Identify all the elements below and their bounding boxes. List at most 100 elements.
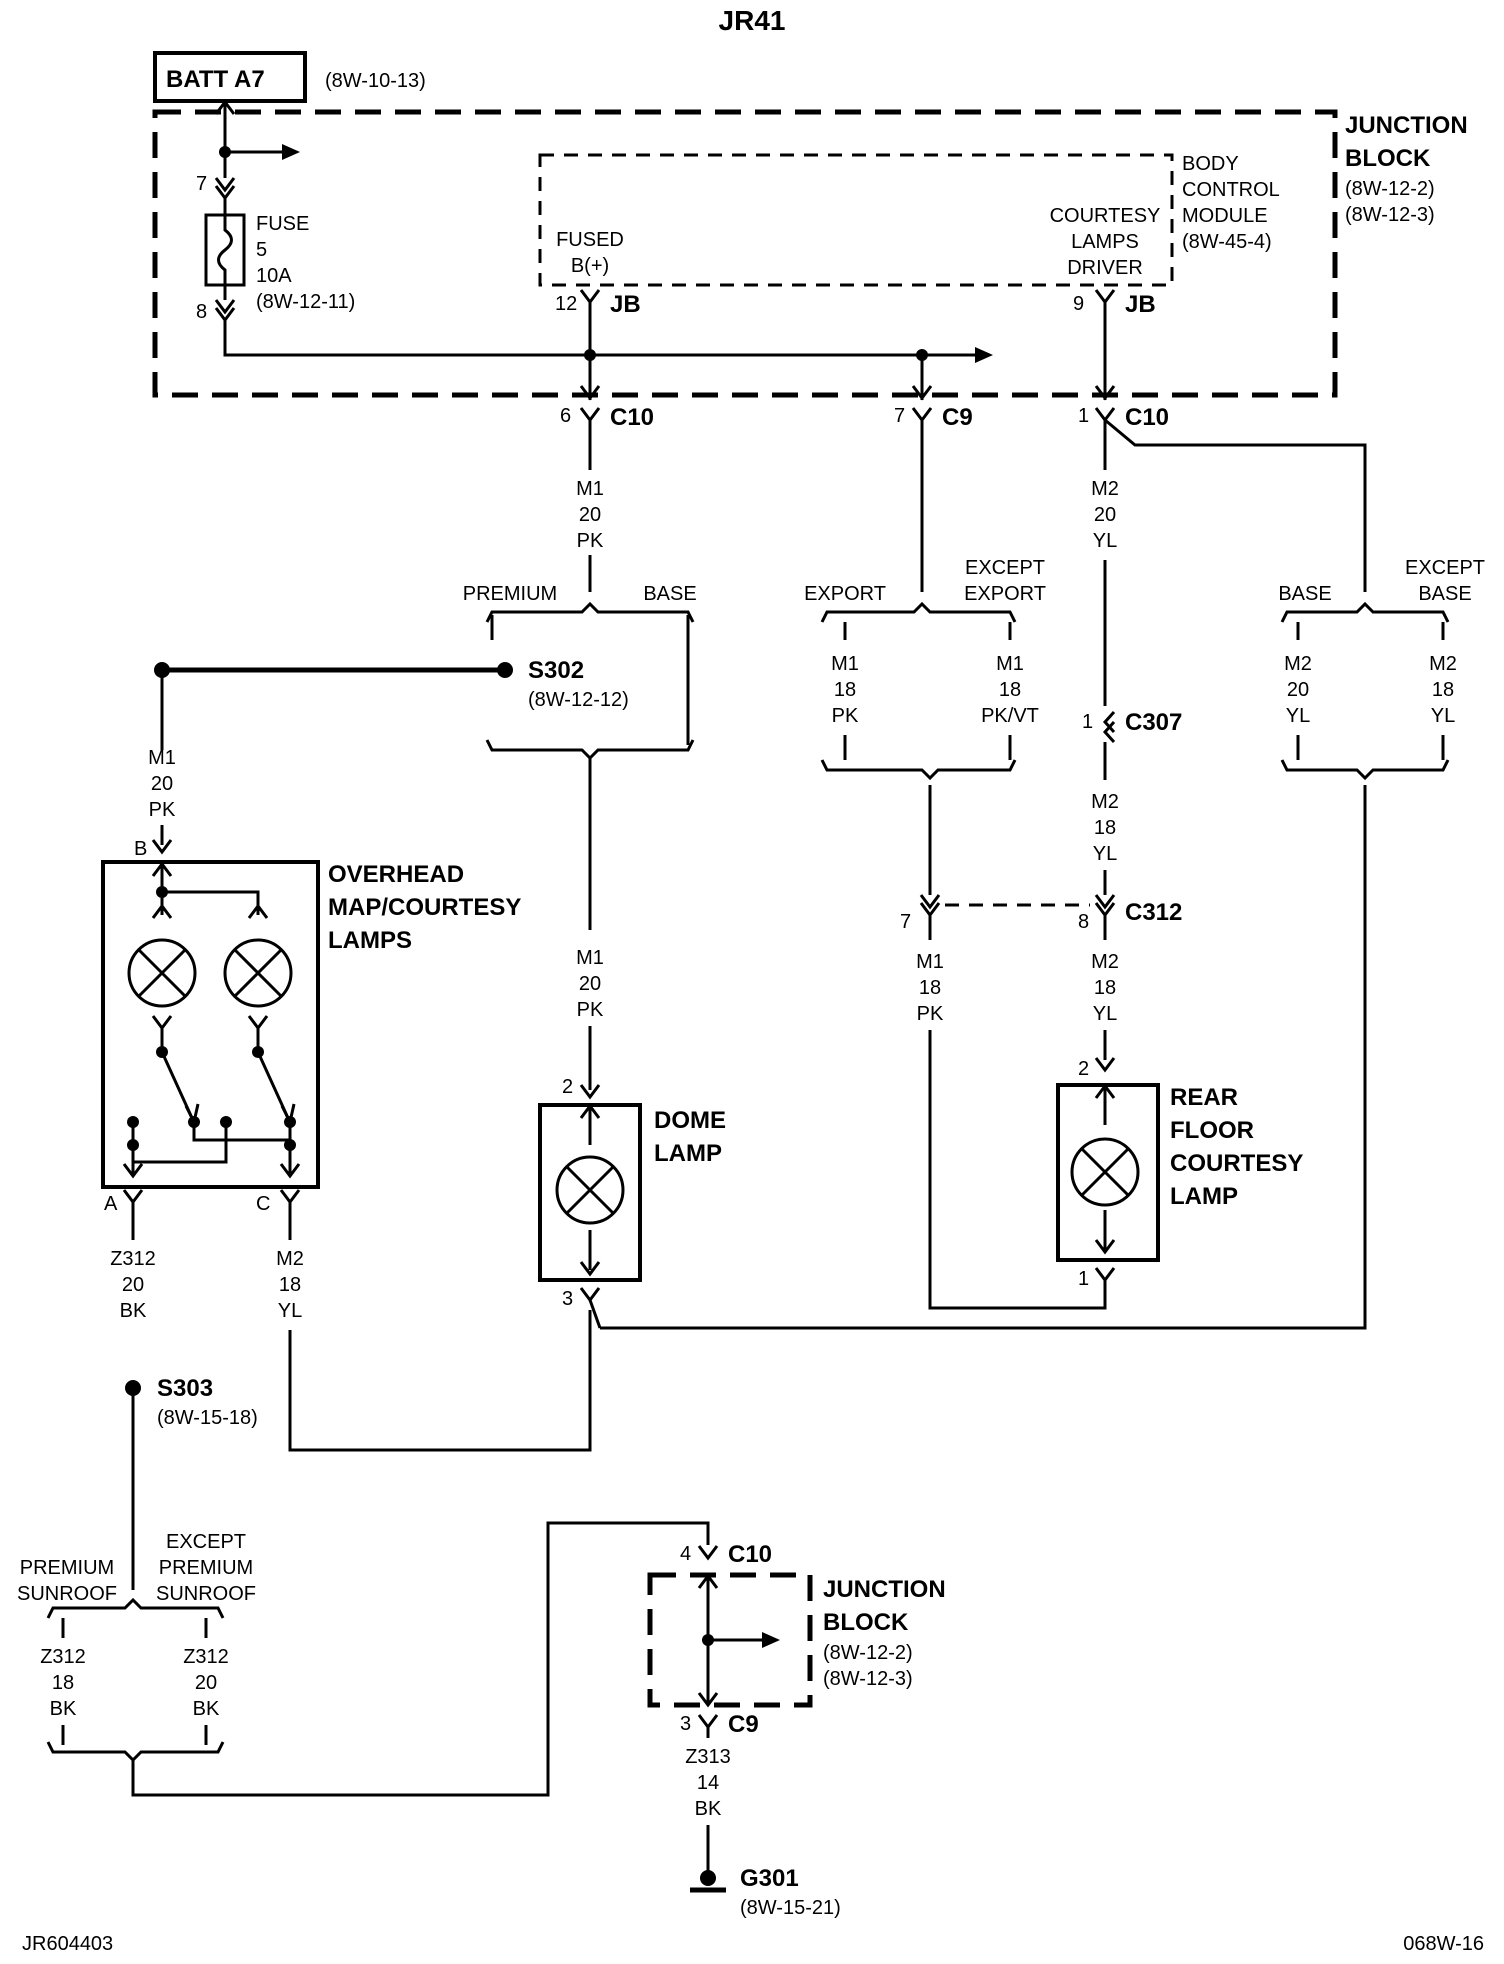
- base-label: BASE: [643, 583, 696, 605]
- premium-label: PREMIUM: [463, 583, 557, 605]
- sunroof-wire-right-1: Z312: [183, 1646, 229, 1668]
- jb-top-ref1: (8W-12-2): [1345, 178, 1435, 200]
- c10b-pin: 1: [1078, 405, 1089, 427]
- overhead-line2: MAP/COURTESY: [328, 894, 521, 921]
- m1-18pk-1: M1: [916, 951, 944, 973]
- m1-20pk-left-1: M1: [148, 747, 176, 769]
- s303-ref: (8W-15-18): [157, 1407, 258, 1429]
- c9a-pin: 7: [894, 405, 905, 427]
- fuse-pin-top: 7: [196, 173, 207, 195]
- m2-18yl-c3: YL: [278, 1300, 302, 1322]
- c312-pin-left: 7: [900, 911, 911, 933]
- base-right-1: M2: [1429, 653, 1457, 675]
- sunroof-left-2: SUNROOF: [17, 1583, 117, 1605]
- sunroof-wire-left-3: BK: [50, 1698, 77, 1720]
- overhead-line3: LAMPS: [328, 927, 412, 954]
- rear-line2: FLOOR: [1170, 1117, 1254, 1144]
- z313-2: 14: [697, 1772, 719, 1794]
- sunroof-wire-right-2: 20: [195, 1672, 217, 1694]
- c10a-conn: C10: [610, 404, 654, 431]
- base-left-1: M2: [1284, 653, 1312, 675]
- except-export-1: EXCEPT: [965, 557, 1045, 579]
- sunroof-right-2: PREMIUM: [159, 1557, 253, 1579]
- dome-pin-bottom: 3: [562, 1288, 573, 1310]
- batt-label: BATT A7: [166, 66, 265, 93]
- junction-block-outline: [152, 109, 1338, 398]
- c9b-pin: 3: [680, 1713, 691, 1735]
- jb-top-line1: JUNCTION: [1345, 112, 1468, 139]
- base-left-3: YL: [1286, 705, 1310, 727]
- jb-top-line2: BLOCK: [1345, 145, 1431, 172]
- c312-pin-right: 8: [1078, 911, 1089, 933]
- overhead-pin-c: C: [256, 1193, 270, 1215]
- dome-line2: LAMP: [654, 1140, 722, 1167]
- export-left-2: 18: [834, 679, 856, 701]
- c307-pin: 1: [1082, 711, 1093, 733]
- z312-20bk-3: BK: [120, 1300, 147, 1322]
- diagram-title: JR41: [719, 5, 786, 36]
- export-label: EXPORT: [804, 583, 886, 605]
- overhead-pin-b: B: [134, 838, 147, 860]
- rear-line4: LAMP: [1170, 1183, 1238, 1210]
- dome-wire-1: M1: [576, 947, 604, 969]
- except-base-1: EXCEPT: [1405, 557, 1485, 579]
- fuse-line3: 10A: [256, 265, 292, 287]
- export-right-3: PK/VT: [981, 705, 1039, 727]
- jb-bottom-line2: BLOCK: [823, 1609, 909, 1636]
- base-right-3: YL: [1431, 705, 1455, 727]
- rear-lamp-box: [1056, 1083, 1160, 1262]
- driver-line2: LAMPS: [1071, 231, 1139, 253]
- bcm-line2: CONTROL: [1182, 179, 1280, 201]
- sunroof-wire-left-2: 18: [52, 1672, 74, 1694]
- c10b-conn: C10: [1125, 404, 1169, 431]
- jb-bottom-ref2: (8W-12-3): [823, 1668, 913, 1690]
- footer-right: 068W-16: [1403, 1933, 1484, 1955]
- driver-pin: 9: [1073, 293, 1084, 315]
- base-right-2: 18: [1432, 679, 1454, 701]
- fused-line1: FUSED: [556, 229, 624, 251]
- s303-label: S303: [157, 1375, 213, 1402]
- dome-pin-top: 2: [562, 1076, 573, 1098]
- s302-ref: (8W-12-12): [528, 689, 629, 711]
- m2-20yl-1: M2: [1091, 478, 1119, 500]
- jb-bottom-outline: [647, 1572, 813, 1708]
- g301-ref: (8W-15-21): [740, 1897, 841, 1919]
- jb-top-ref2: (8W-12-3): [1345, 204, 1435, 226]
- ground-icon: [700, 1870, 716, 1886]
- rear-line1: REAR: [1170, 1084, 1238, 1111]
- rear-line3: COURTESY: [1170, 1150, 1303, 1177]
- c10a-pin: 6: [560, 405, 571, 427]
- m2-20yl-3: YL: [1093, 530, 1117, 552]
- sunroof-wire-left-1: Z312: [40, 1646, 86, 1668]
- c9a-conn: C9: [942, 404, 973, 431]
- bcm-line3: MODULE: [1182, 205, 1268, 227]
- m1-20pk-left-3: PK: [149, 799, 176, 821]
- overhead-bulb-left-icon: [127, 938, 197, 1008]
- rear-pin-bottom: 1: [1078, 1268, 1089, 1290]
- c9b-conn: C9: [728, 1711, 759, 1738]
- export-right-2: 18: [999, 679, 1021, 701]
- overhead-pin-a: A: [104, 1193, 118, 1215]
- driver-conn: JB: [1125, 291, 1156, 318]
- driver-line1: COURTESY: [1050, 205, 1161, 227]
- z312-20bk-1: Z312: [110, 1248, 156, 1270]
- except-export-2: EXPORT: [964, 583, 1046, 605]
- m2-20yl-2: 20: [1094, 504, 1116, 526]
- m2-18yl-a1: M2: [1091, 791, 1119, 813]
- m1-20pk-2: 20: [579, 504, 601, 526]
- fuse-ref: (8W-12-11): [256, 291, 355, 313]
- bcm-ref: (8W-45-4): [1182, 231, 1272, 253]
- c307-conn: C307: [1125, 709, 1182, 736]
- batt-box: [153, 51, 307, 103]
- m2-18yl-b3: YL: [1093, 1003, 1117, 1025]
- m2-18yl-b1: M2: [1091, 951, 1119, 973]
- m1-20pk-left-2: 20: [151, 773, 173, 795]
- fuse-pin-bottom: 8: [196, 301, 207, 323]
- m1-18pk-2: 18: [919, 977, 941, 999]
- m2-18yl-a2: 18: [1094, 817, 1116, 839]
- rear-lamp-bulb-icon: [1070, 1137, 1140, 1207]
- base2-label: BASE: [1278, 583, 1331, 605]
- m1-20pk-3: PK: [577, 530, 604, 552]
